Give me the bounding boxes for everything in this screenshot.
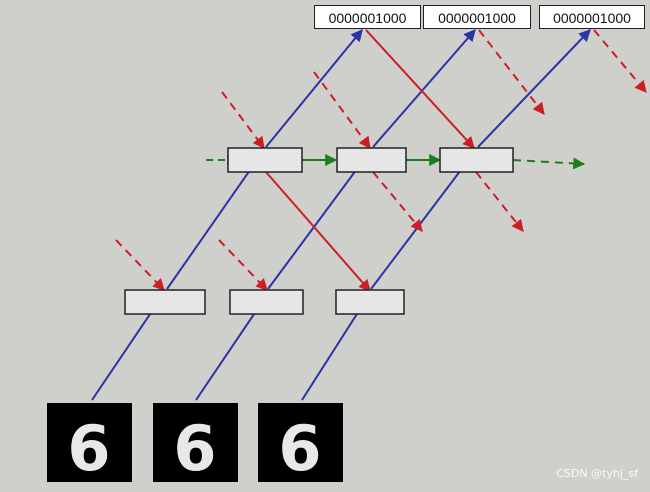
digit-image-1: 6 — [47, 403, 132, 485]
digit-image-1-glyph: 6 — [67, 412, 110, 485]
digit-image-2-glyph: 6 — [173, 412, 216, 485]
digit-image-3: 6 — [258, 403, 343, 485]
arrow-l1c-to-l2c — [370, 149, 477, 290]
digit-image-3-glyph: 6 — [278, 412, 321, 485]
dashed-arrows — [115, 29, 647, 291]
arrow-out1-to-l2c — [365, 29, 475, 149]
layer1-unit-1 — [124, 289, 206, 315]
dashed-from-l2c — [475, 171, 524, 232]
dashed-into-l2a — [221, 91, 265, 149]
output-label-3: 0000001000 — [539, 5, 645, 29]
arrow-l2a-to-l1c — [265, 171, 371, 292]
layer2-unit-1 — [227, 147, 303, 173]
dashed-out-l2c-green — [512, 157, 586, 170]
layer2-unit-3 — [439, 147, 514, 173]
output-label-2: 0000001000 — [423, 5, 531, 29]
dashed-from-out2 — [478, 29, 545, 115]
watermark: CSDN @tyhj_sf — [556, 467, 638, 480]
dashed-into-l2b — [313, 71, 371, 149]
output-label-1: 0000001000 — [314, 5, 421, 29]
hidden-layer-1 — [124, 289, 405, 315]
arrow-l2a-to-out1 — [265, 29, 363, 148]
hidden-layer-2 — [227, 147, 514, 173]
input-images: 6 6 6 — [47, 403, 343, 485]
arrow-l1b-to-l2b — [267, 149, 372, 290]
arrow-l2c-to-out3 — [477, 29, 591, 148]
layer1-unit-3 — [335, 289, 405, 315]
dashed-from-out3 — [593, 29, 647, 93]
arrow-l2b-to-out2 — [372, 29, 476, 148]
dashed-into-l1b — [218, 239, 268, 291]
layer2-unit-2 — [336, 147, 407, 173]
layer1-unit-2 — [229, 289, 304, 315]
dashed-from-l2b — [372, 171, 423, 232]
dashed-into-l1a — [115, 239, 165, 291]
digit-image-2: 6 — [153, 403, 238, 485]
forward-arrows — [265, 29, 475, 292]
input-arrows — [91, 29, 591, 401]
arrow-l1a-to-l2a — [166, 149, 265, 290]
